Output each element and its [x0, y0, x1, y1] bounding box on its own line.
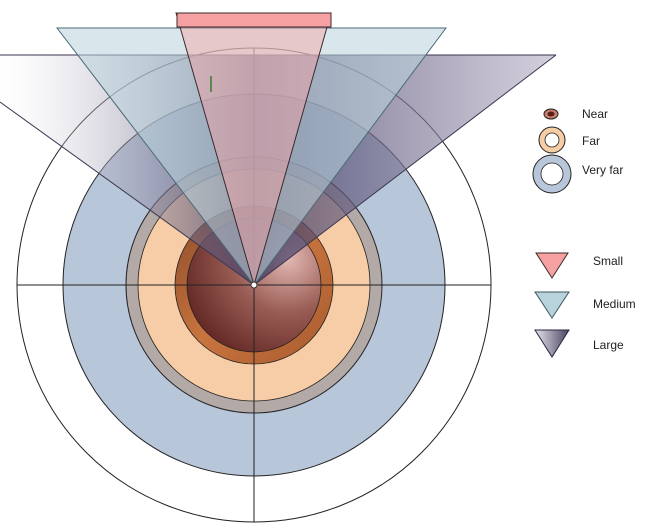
legend-label-small: Small	[593, 254, 623, 268]
legend-item-far: Far	[538, 126, 600, 154]
size-legend: Small Medium Large	[534, 252, 636, 358]
legend-item-large: Large	[534, 329, 624, 358]
legend-label-far: Far	[582, 134, 600, 148]
legend-item-small: Small	[535, 252, 623, 279]
legend-item-very-far: Very far	[532, 154, 623, 194]
observer-point	[250, 281, 258, 289]
legend-item-medium: Medium	[534, 291, 636, 319]
legend-label-large: Large	[593, 338, 624, 352]
legend-label-medium: Medium	[593, 297, 636, 311]
small-fov-top-bar	[176, 12, 332, 28]
medium-triangle-icon	[534, 291, 570, 319]
legend-label-near: Near	[582, 107, 608, 121]
small-triangle-icon	[535, 252, 569, 279]
medium-fov-cone	[55, 27, 447, 286]
distance-legend: Near Far Very far	[532, 107, 623, 194]
legend-item-near: Near	[543, 107, 608, 121]
large-triangle-icon	[534, 329, 570, 358]
legend-label-very-far: Very far	[582, 163, 623, 177]
